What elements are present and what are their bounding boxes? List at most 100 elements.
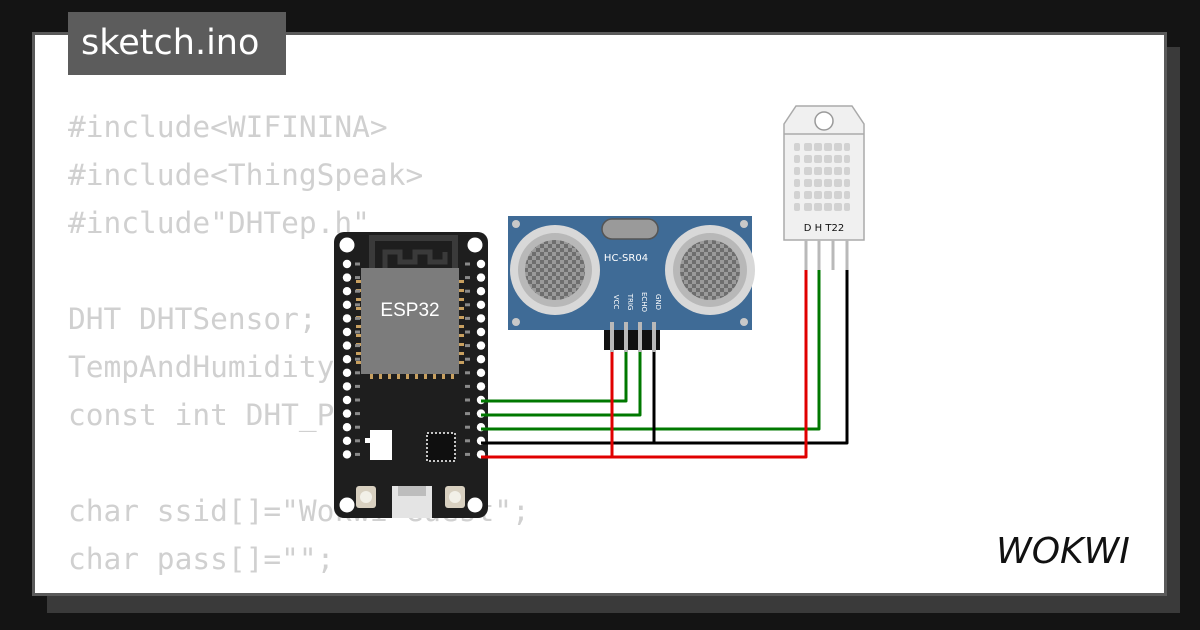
pin-label-mark xyxy=(465,303,470,307)
transducer-left-mesh xyxy=(525,240,585,300)
mount-hole xyxy=(512,318,520,326)
file-tab[interactable]: sketch.ino xyxy=(68,12,286,75)
vent-slot xyxy=(794,143,800,151)
header-pin xyxy=(342,259,352,269)
solder-pad xyxy=(433,374,436,379)
vent-slot xyxy=(804,179,812,187)
header-pin xyxy=(476,355,486,364)
dht22-leg xyxy=(817,240,821,270)
solder-pad xyxy=(459,298,464,301)
vent-slot xyxy=(824,155,832,163)
vent-slot xyxy=(844,155,850,163)
hcsr04-sensor[interactable]: HC-SR04 VCC TRIG ECHO GND xyxy=(508,216,755,350)
solder-pad xyxy=(451,374,454,379)
vent-slot xyxy=(844,179,850,187)
vent-slot xyxy=(824,203,832,211)
mount-hole xyxy=(467,497,483,513)
usb-port-inner xyxy=(398,486,426,496)
pin-label-mark xyxy=(465,439,470,443)
hcsr04-leg xyxy=(624,322,628,352)
solder-pad xyxy=(356,298,361,301)
pin-label-mark xyxy=(465,276,470,280)
header-pin xyxy=(342,273,352,282)
solder-pad xyxy=(459,361,464,364)
vent-slot xyxy=(804,155,812,163)
vent-slot xyxy=(794,179,800,187)
pin-label-mark xyxy=(355,439,360,443)
header-pin xyxy=(342,341,352,350)
hcsr04-leg xyxy=(610,322,614,352)
code-line: #include<WIFININA> xyxy=(68,110,388,144)
vent-slot xyxy=(814,143,822,151)
dht22-leg xyxy=(804,240,808,270)
wire xyxy=(481,270,821,431)
header-pin xyxy=(342,300,352,309)
wire xyxy=(481,352,642,417)
header-pin xyxy=(476,368,486,377)
header-pin xyxy=(342,327,352,337)
header-pin xyxy=(342,395,352,405)
module-pads xyxy=(356,280,464,379)
header-pin xyxy=(476,382,486,391)
mount-hole xyxy=(512,220,520,228)
pin-label-mark xyxy=(465,330,470,334)
vent-slot xyxy=(804,143,812,151)
vent-slot xyxy=(834,203,842,211)
pin-label-mark xyxy=(465,412,470,416)
solder-pad xyxy=(442,374,445,379)
solder-pad xyxy=(379,374,382,379)
pin-label-mark xyxy=(465,357,470,361)
esp32-label: ESP32 xyxy=(380,300,439,321)
pin-label-mark xyxy=(355,330,360,334)
solder-pad xyxy=(356,280,361,283)
vent-slot xyxy=(834,167,842,175)
wokwi-logo-text: WOKWI xyxy=(996,531,1130,572)
pin-label-gnd: GND xyxy=(654,294,662,310)
code-line: #include<ThingSpeak> xyxy=(68,158,424,192)
solder-pad xyxy=(424,374,427,379)
solder-pad xyxy=(415,374,418,379)
vent-slot xyxy=(824,179,832,187)
crystal xyxy=(601,218,659,240)
solder-pad xyxy=(397,374,400,379)
vent-slot xyxy=(794,203,800,211)
pin-label-vcc: VCC xyxy=(612,295,620,310)
solder-pad xyxy=(370,374,373,379)
solder-pad xyxy=(459,289,464,292)
vent-slot xyxy=(804,167,812,175)
header-pin xyxy=(342,436,352,445)
pin-label-mark xyxy=(355,262,360,266)
pin-label-mark xyxy=(465,384,470,388)
header-pin xyxy=(476,314,486,323)
wire xyxy=(481,352,656,445)
esp32-board[interactable]: ESP32 xyxy=(334,232,488,518)
solder-pad xyxy=(356,361,361,364)
hcsr04-label: HC-SR04 xyxy=(604,253,648,264)
pin-label-mark xyxy=(355,398,360,402)
voltage-regulator xyxy=(370,430,392,460)
pin-label-mark xyxy=(355,412,360,416)
regulator-leg xyxy=(365,438,371,443)
vent-slot xyxy=(804,191,812,199)
vent-slot xyxy=(834,155,842,163)
header-pin xyxy=(342,368,352,377)
pin-label-mark xyxy=(355,344,360,348)
vent-slot xyxy=(834,143,842,151)
pin-label-mark xyxy=(355,316,360,320)
vent-slot xyxy=(824,191,832,199)
header-pin xyxy=(476,259,486,269)
esp32-pin-labels xyxy=(355,262,470,456)
esp32-pins xyxy=(342,259,486,459)
pin-label-mark xyxy=(465,289,470,293)
header-pin xyxy=(476,287,486,296)
dht22-sensor[interactable]: D H T22 xyxy=(783,105,865,241)
pin-label-mark xyxy=(355,303,360,307)
vent-slot xyxy=(814,191,822,199)
pin-label-trig: TRIG xyxy=(626,293,634,311)
solder-pad xyxy=(356,352,361,355)
mount-hole xyxy=(339,237,355,253)
header-pin xyxy=(342,287,352,296)
dht22-vents xyxy=(794,143,850,211)
header-pin xyxy=(342,382,352,391)
solder-pad xyxy=(356,307,361,310)
